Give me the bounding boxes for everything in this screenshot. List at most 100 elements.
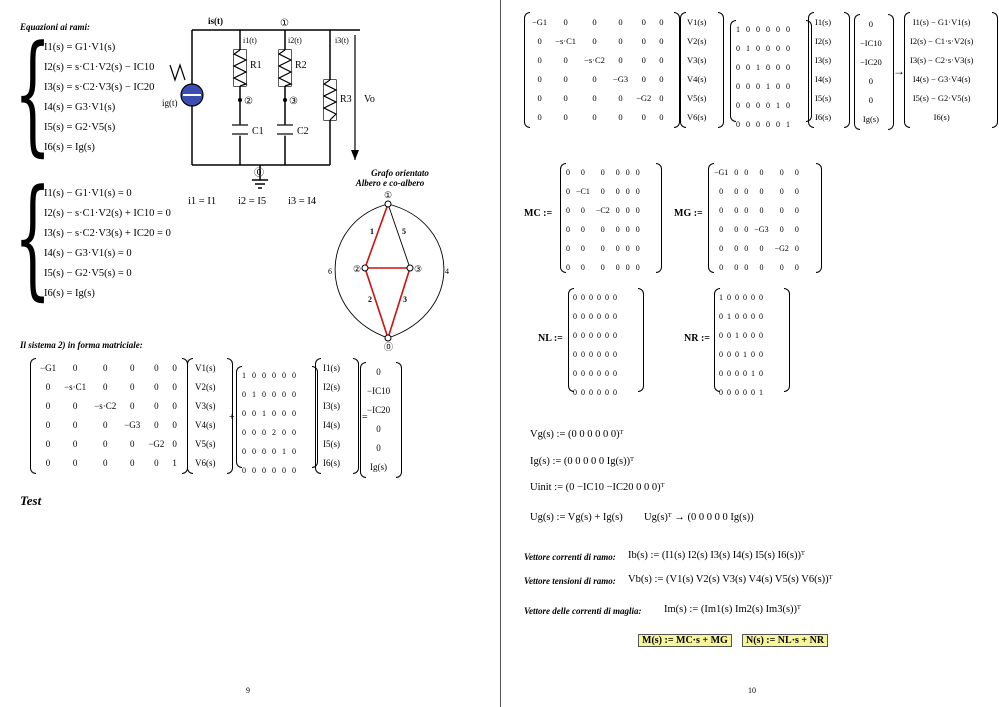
matrix-cell: 0 bbox=[292, 390, 296, 399]
brace-2: { bbox=[14, 161, 52, 313]
matrix-cell: 0 bbox=[252, 466, 256, 475]
matrix-cell: 0 bbox=[618, 35, 623, 46]
circuit-diagram: is(t) ig(t) i1(t) i2(t) i3(t) R1 R2 R3 C… bbox=[162, 16, 375, 189]
matrix-cell: 0 bbox=[779, 263, 784, 272]
label-R1: R1 bbox=[250, 60, 262, 71]
matrix-cell: −s·C2 bbox=[94, 400, 117, 411]
matrix-cell: −s·C1 bbox=[555, 35, 577, 46]
matrix-cell: 1 bbox=[766, 82, 770, 91]
matrix-cell: 0 bbox=[641, 35, 646, 46]
matrix-cell: 1 bbox=[776, 101, 780, 110]
matrix-cell: 0 bbox=[580, 244, 585, 253]
matrix-cell: 1 bbox=[252, 390, 256, 399]
matrix-cell: 0 bbox=[605, 293, 609, 302]
N-definition-highlight: N(s) := NL·s + NR bbox=[742, 634, 829, 647]
label-ig: ig(t) bbox=[162, 98, 178, 108]
matrix-cell: −G3 bbox=[754, 225, 769, 234]
label-vo: Vo bbox=[364, 94, 375, 105]
matrix-cell: −G2 bbox=[636, 92, 652, 103]
matrix-cell: 0 bbox=[727, 293, 731, 302]
matrix-cell: 0 bbox=[635, 206, 640, 215]
current-relation-1: i1 = I1 bbox=[188, 196, 217, 207]
equation: I4(s) = G3·V1(s) bbox=[44, 102, 116, 113]
matrix-cell: 0 bbox=[566, 168, 570, 177]
matrix-cell: 0 bbox=[262, 428, 266, 437]
matrix-cell: 0 bbox=[744, 187, 749, 196]
matrix-cell: I2(s) bbox=[323, 381, 340, 392]
matrix-cell: 0 bbox=[756, 120, 760, 129]
matrix-cell: 0 bbox=[589, 350, 593, 359]
matrix-cell: 0 bbox=[766, 25, 770, 34]
matrix-cell: 0 bbox=[581, 312, 585, 321]
matrix-cell: V4(s) bbox=[687, 73, 707, 84]
mesh-currents-label: Vettore delle correnti di maglia: bbox=[524, 606, 642, 616]
page-divider bbox=[500, 0, 501, 707]
matrix-cell: 0 bbox=[735, 312, 739, 321]
matrix-cell: 0 bbox=[581, 293, 585, 302]
matrix-cell: 0 bbox=[581, 369, 585, 378]
matrix-cell: 0 bbox=[635, 187, 640, 196]
matrix-cell: 0 bbox=[102, 438, 108, 449]
label-R3: R3 bbox=[340, 94, 352, 105]
matrix-cell: 1 bbox=[746, 44, 750, 53]
matrix-cell: 0 bbox=[154, 400, 159, 411]
matrix-cell: 0 bbox=[537, 54, 542, 65]
page-number: 9 bbox=[246, 686, 250, 695]
matrix-cell: 0 bbox=[566, 187, 570, 196]
matrix-cell: 0 bbox=[615, 263, 620, 272]
matrix-cell: 0 bbox=[172, 362, 177, 373]
matrix-cell: 0 bbox=[613, 312, 617, 321]
matrix-cell: 0 bbox=[45, 381, 51, 392]
matrix-cell: 0 bbox=[537, 92, 542, 103]
matrix-cell: 0 bbox=[252, 447, 256, 456]
matrix-cell: 0 bbox=[744, 168, 749, 177]
matrix-cell: 0 bbox=[794, 225, 799, 234]
NL-label: NL := bbox=[538, 333, 563, 344]
M-definition-highlight: M(s) := MC·s + MG bbox=[638, 634, 732, 647]
matrix-cell: 0 bbox=[766, 120, 770, 129]
matrix-cell: 0 bbox=[786, 82, 790, 91]
matrix-cell: I1(s) − G1·V1(s) bbox=[912, 16, 971, 27]
matrix-cell: 1 bbox=[735, 331, 739, 340]
matrix-cell: 2 bbox=[272, 428, 276, 437]
matrix-cell: 0 bbox=[589, 293, 593, 302]
matrix-cell: V6(s) bbox=[195, 457, 216, 468]
matrix-cell: 0 bbox=[292, 428, 296, 437]
matrix-cell: 0 bbox=[154, 381, 159, 392]
matrix-cell: 0 bbox=[766, 44, 770, 53]
matrix-cell: 0 bbox=[736, 101, 740, 110]
matrix-cell: 1 bbox=[736, 25, 740, 34]
matrix-cell: V6(s) bbox=[687, 111, 707, 122]
matrix-cell: −G3 bbox=[612, 73, 629, 84]
matrix-cell: 0 bbox=[786, 63, 790, 72]
equations-set-2: I1(s) − G1·V1(s) = 0 I2(s) − s·C1·V2(s) … bbox=[44, 184, 171, 304]
matrix-cell: 0 bbox=[282, 390, 286, 399]
matrix-cell: 0 bbox=[776, 44, 780, 53]
left-vector-I: I1(s)I2(s)I3(s)I4(s)I5(s)I6(s) bbox=[315, 358, 359, 474]
graph-node-0: ⓪ bbox=[384, 342, 393, 352]
label-i1: i1(t) bbox=[243, 36, 257, 45]
matrix-cell: 0 bbox=[566, 244, 570, 253]
test-label: Test bbox=[20, 493, 42, 508]
matrix-cell: 0 bbox=[659, 35, 664, 46]
matrix-cell: 1 bbox=[282, 447, 286, 456]
matrix-cell: 0 bbox=[605, 312, 609, 321]
matrix-cell: 0 bbox=[242, 447, 246, 456]
matrix-cell: 0 bbox=[130, 457, 135, 468]
matrix-cell: 0 bbox=[659, 73, 664, 84]
matrix-cell: 0 bbox=[625, 168, 630, 177]
Vb-definition: Vb(s) := (V1(s) V2(s) V3(s) V4(s) V5(s) … bbox=[628, 574, 833, 585]
equation: I3(s) = s·C2·V3(s) − IC20 bbox=[44, 82, 155, 93]
matrix-cell: 1 bbox=[786, 120, 790, 129]
matrix-cell: 0 bbox=[744, 244, 749, 253]
label-i3: i3(t) bbox=[335, 36, 349, 45]
matrix-cell: 0 bbox=[625, 263, 630, 272]
matrix-cell: 0 bbox=[72, 400, 78, 411]
matrix-cell: 0 bbox=[580, 168, 585, 177]
matrix-cell: 0 bbox=[130, 362, 135, 373]
matrix-cell: 0 bbox=[641, 73, 646, 84]
matrix-cell: 0 bbox=[794, 263, 799, 272]
